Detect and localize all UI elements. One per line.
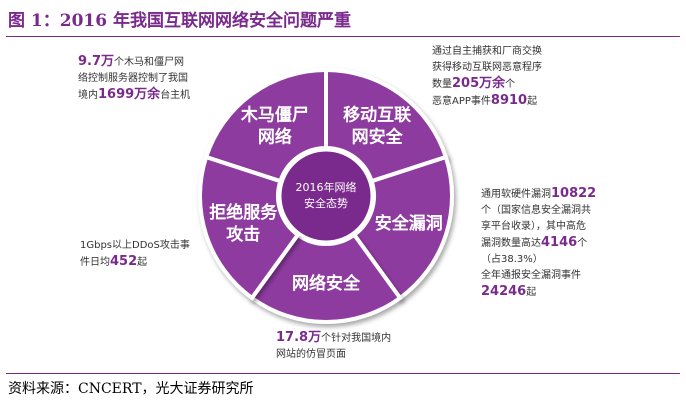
- vuln-general-count: 10822: [551, 186, 597, 201]
- segment-ddos-label: 拒绝服务: [209, 202, 278, 223]
- ddos-text-2: 件日均: [80, 257, 110, 268]
- segment-trojan: [203, 67, 328, 184]
- segment-vuln-label: 安全漏洞: [375, 213, 443, 234]
- trojan-host-count: 1699万余: [98, 87, 161, 102]
- vuln-text-3: 享平台收录），其中高危: [481, 221, 586, 232]
- segment-trojan-label: 网络: [258, 127, 292, 148]
- ddos-text-3: 起: [137, 257, 148, 268]
- center-label-line1: 2016年网络: [296, 180, 357, 194]
- vuln-text-2: 个（国家信息安全漏洞共: [481, 205, 591, 216]
- trojan-text-4: 台主机: [160, 90, 191, 101]
- mobile-text-6: 起: [527, 96, 538, 107]
- mobile-text-4: 个: [505, 79, 516, 90]
- ddos-daily-count: 452: [110, 254, 138, 269]
- trojan-text-2: 络控制服务器控制了我国: [78, 73, 188, 84]
- center-circle: [278, 148, 374, 244]
- segment-ddos-label: 攻击: [226, 224, 260, 245]
- vuln-high-risk-count: 4146: [541, 235, 578, 250]
- trojan-text-1: 个木马和僵尸网: [114, 57, 185, 68]
- web-text-2: 网站的仿冒页面: [276, 349, 346, 360]
- vuln-text-1: 通用软硬件漏洞: [481, 189, 551, 200]
- trojan-text-3: 境内: [78, 90, 98, 101]
- vuln-text-5: 个: [577, 238, 588, 249]
- mobile-text-5: 恶意APP事件: [432, 96, 491, 107]
- mobile-text-2: 获得移动互联网恶意程序: [432, 62, 542, 73]
- mobile-text-3: 数量: [432, 79, 452, 90]
- segment-trojan-label: 木马僵尸: [240, 105, 309, 126]
- web-phishing-count: 17.8万: [276, 330, 322, 345]
- annotation-mobile: 通过自主捕获和厂商交换 获得移动互联网恶意程序 数量205万余个 恶意APP事件…: [432, 44, 542, 110]
- web-text-1: 个针对我国境内: [321, 333, 392, 344]
- segment-mobile-label: 网安全: [352, 127, 404, 148]
- annotation-ddos: 1Gbps以上DDoS攻击事 件日均452起: [80, 238, 190, 271]
- trojan-server-count: 9.7万: [78, 54, 115, 69]
- mobile-text-1: 通过自主捕获和厂商交换: [432, 46, 542, 57]
- segment-web-label: 网络安全: [292, 273, 361, 294]
- vuln-event-count: 24246: [481, 284, 527, 299]
- segment-web: [249, 232, 403, 324]
- source-rule: [6, 373, 680, 374]
- annotation-vulnerability: 通用软硬件漏洞10822 个（国家信息安全漏洞共 享平台收录），其中高危 漏洞数…: [481, 186, 596, 301]
- source-note: 资料来源：CNCERT，光大证券研究所: [8, 381, 254, 397]
- ddos-text-1: 1Gbps以上DDoS攻击事: [80, 240, 190, 251]
- title-rule: [6, 36, 680, 37]
- vuln-text-7: 全年通报安全漏洞事件: [481, 270, 581, 281]
- figure-title: 图 1：2016 年我国互联网网络安全问题严重: [8, 11, 351, 31]
- segment-ddos: [198, 154, 301, 301]
- segment-mobile-label: 移动互联: [343, 105, 411, 126]
- vuln-text-4: 漏洞数量高达: [481, 238, 541, 249]
- mobile-malware-count: 205万余: [452, 76, 506, 91]
- vuln-text-8: 起: [526, 287, 537, 298]
- annotation-website: 17.8万个针对我国境内 网站的仿冒页面: [276, 330, 391, 363]
- segment-mobile: [324, 67, 449, 184]
- segment-vuln: [351, 154, 454, 301]
- mobile-app-event-count: 8910: [490, 93, 528, 108]
- center-label-line2: 安全态势: [304, 196, 348, 210]
- vuln-text-6: （占38.3%）: [481, 254, 543, 265]
- annotation-trojan: 9.7万个木马和僵尸网 络控制服务器控制了我国 境内1699万余台主机: [78, 54, 190, 104]
